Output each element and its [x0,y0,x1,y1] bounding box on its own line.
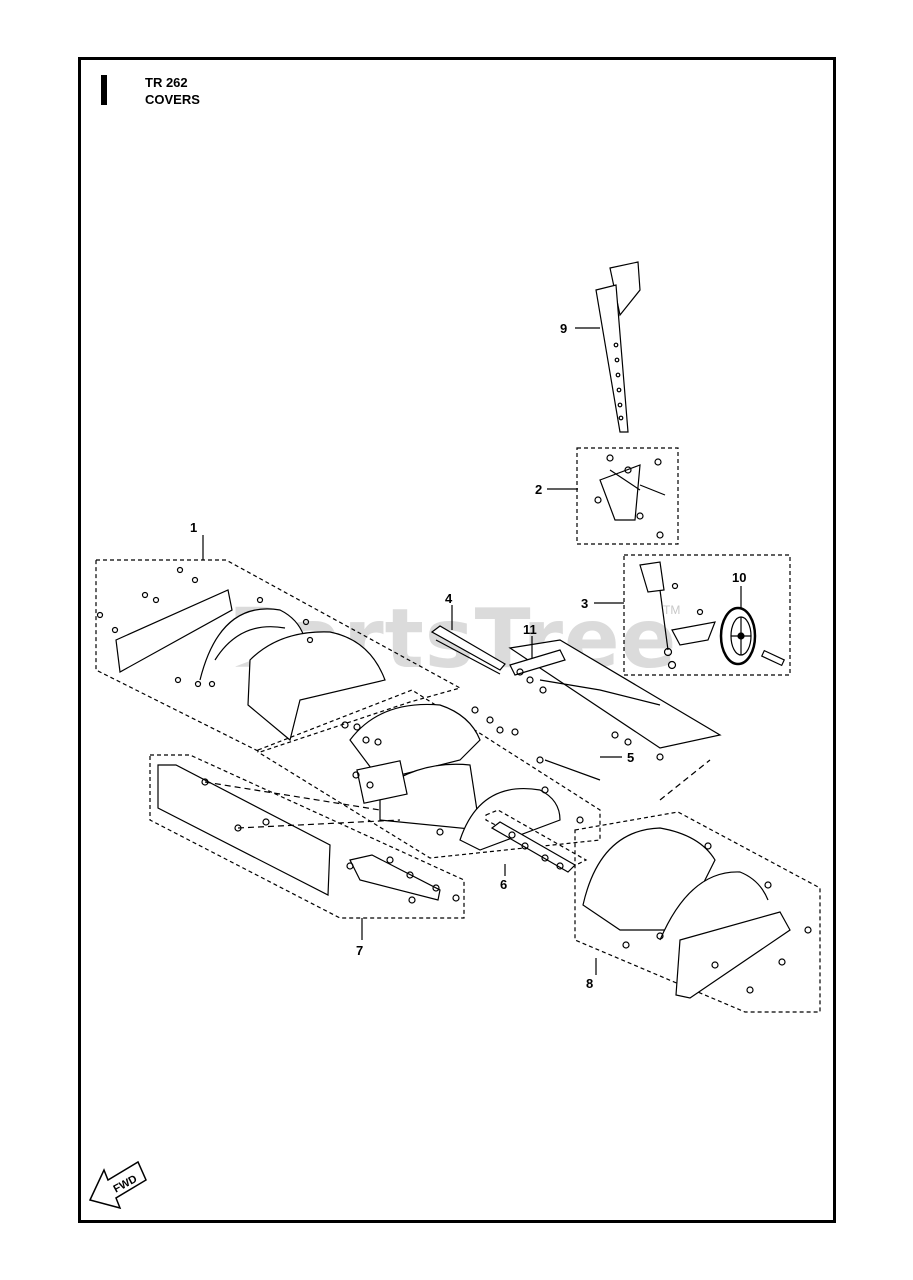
callout-10: 10 [732,570,746,585]
callout-1: 1 [190,520,197,535]
forward-direction-arrow-icon: FWD [88,1160,147,1210]
leader-lines [202,327,742,975]
part-group-11-plate[interactable] [508,639,722,761]
model-number: TR 262 [145,75,188,90]
callout-11: 11 [523,622,537,637]
watermark-trademark: TM [663,603,681,617]
part-group-2[interactable] [576,447,679,545]
part-group-9-depth-bar[interactable] [595,261,641,433]
part-group-4-shaft[interactable] [430,612,506,675]
callout-2: 2 [535,482,542,497]
callout-3: 3 [581,596,588,611]
part-group-7[interactable] [149,754,465,919]
section-marker [101,75,107,105]
callout-8: 8 [586,976,593,991]
callout-9: 9 [560,321,567,336]
part-group-10-wheel[interactable] [719,606,786,667]
callout-4: 4 [445,591,453,606]
callout-7: 7 [356,943,363,958]
part-group-5[interactable] [257,689,601,859]
callout-5: 5 [627,750,634,765]
part-group-1[interactable] [95,559,462,753]
section-title: COVERS [145,92,200,107]
part-group-8[interactable] [574,759,821,1013]
callout-6: 6 [500,877,507,892]
drawing-frame [78,57,836,1223]
part-group-3[interactable] [623,554,791,676]
